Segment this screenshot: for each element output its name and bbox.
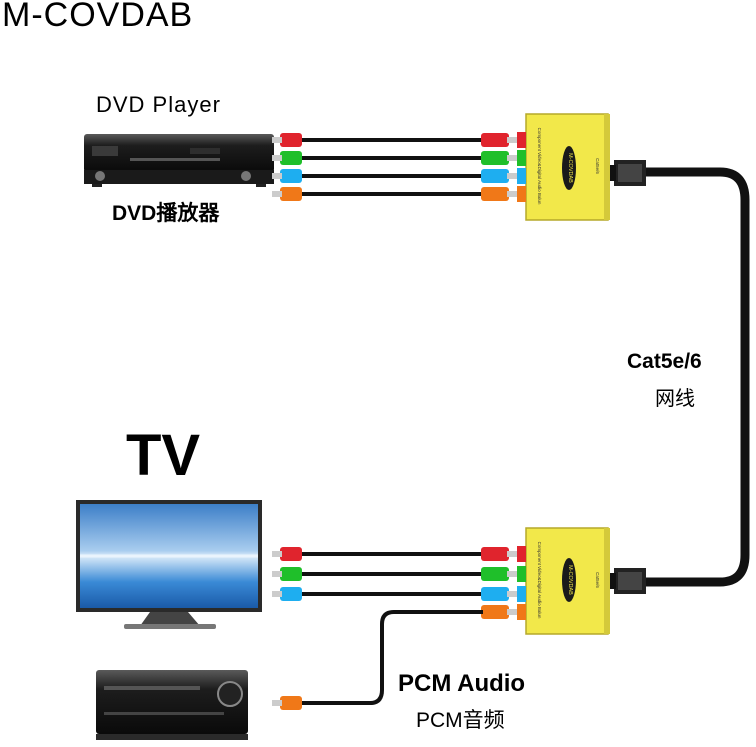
rca-plug-blue <box>272 169 302 183</box>
rca-jack-blue <box>517 586 526 602</box>
rca-jack-blue <box>517 168 526 184</box>
audio-receiver-icon <box>96 670 248 740</box>
rca-plug-red <box>481 133 517 147</box>
svg-text:Component Video&Digital Audio: Component Video&Digital Audio Balun <box>537 128 542 205</box>
rca-plug-blue <box>272 587 302 601</box>
page-title: M-COVDAB <box>2 0 194 34</box>
rca-jack-orange <box>517 604 526 620</box>
dvd-player-label: DVD Player <box>96 92 221 117</box>
svg-text:Component Video&Digital Audio: Component Video&Digital Audio Balun <box>537 542 542 619</box>
balun-transmitter: M-COVDAB Component Video&Digital Audio B… <box>525 113 610 221</box>
rj45-connector-bottom <box>606 568 646 594</box>
rca-jack-red <box>517 546 526 562</box>
tv-label: TV <box>126 423 201 488</box>
rca-jack-orange <box>517 186 526 202</box>
rca-plug-green <box>272 567 302 581</box>
network-cable <box>640 167 750 587</box>
svg-text:M-COVDAB: M-COVDAB <box>567 153 573 183</box>
rca-plug-green <box>272 151 302 165</box>
rca-plug-orange <box>481 187 517 201</box>
pcm-audio-label-cn: PCM音频 <box>416 709 505 732</box>
rca-plug-orange <box>481 605 517 619</box>
rca-plug-red <box>272 133 302 147</box>
svg-text:Cat5e/6: Cat5e/6 <box>595 158 600 174</box>
rca-plug-orange <box>272 696 302 710</box>
rca-plug-green <box>481 151 517 165</box>
balun-receiver: M-COVDAB Component Video&Digital Audio B… <box>525 527 610 635</box>
rca-jack-red <box>517 132 526 148</box>
rca-jack-green <box>517 566 526 582</box>
component-cables-source <box>272 132 526 202</box>
rca-plug-blue <box>481 169 517 183</box>
rca-plug-red <box>481 547 517 561</box>
pcm-audio-cable <box>272 610 483 710</box>
rca-plug-orange <box>272 187 302 201</box>
rca-jack-green <box>517 150 526 166</box>
dvd-player-label-cn: DVD播放器 <box>112 202 220 225</box>
rca-plug-red <box>272 547 302 561</box>
tv-icon <box>76 500 262 629</box>
component-cables-display <box>272 546 526 620</box>
svg-text:Cat5e/6: Cat5e/6 <box>595 572 600 588</box>
rca-plug-blue <box>481 587 517 601</box>
badge-icon <box>562 558 576 602</box>
cable-label-cn: 网线 <box>655 388 695 410</box>
rj45-connector-top <box>606 160 646 186</box>
dvd-player-icon <box>84 134 274 187</box>
rca-plug-green <box>481 567 517 581</box>
pcm-audio-label: PCM Audio <box>398 670 526 697</box>
svg-text:M-COVDAB: M-COVDAB <box>567 565 573 595</box>
cable-label: Cat5e/6 <box>627 350 702 373</box>
badge-icon <box>562 146 576 190</box>
